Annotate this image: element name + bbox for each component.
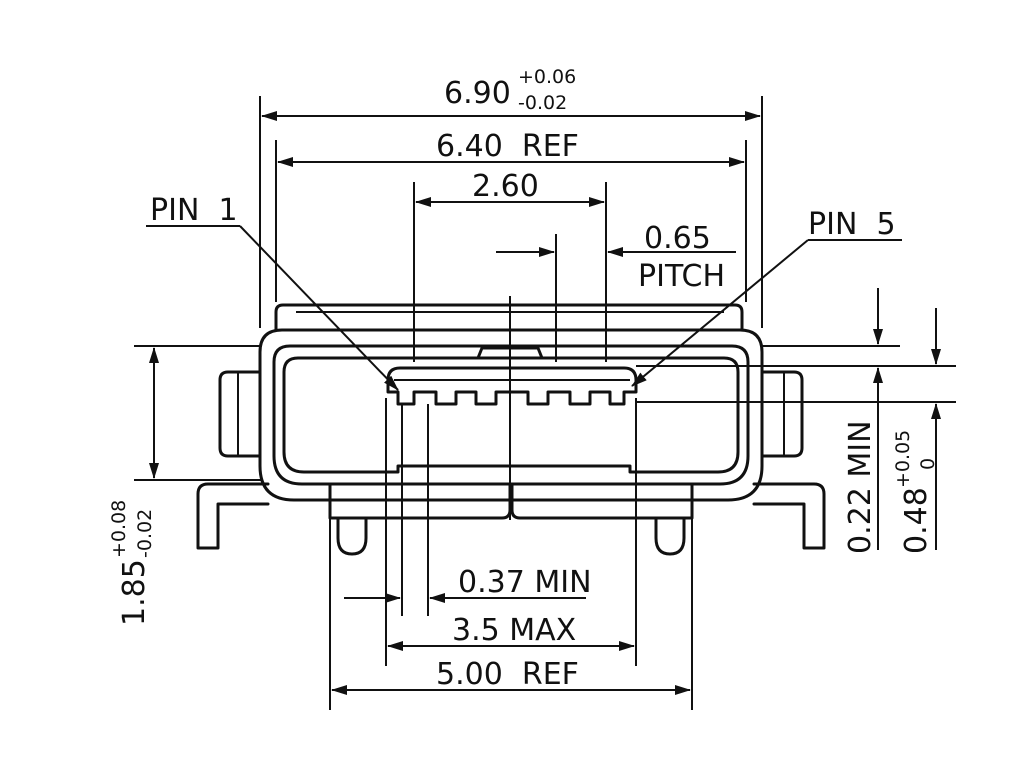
ref-width-label: 6.40 REF [436, 129, 579, 164]
depth-label: 0.48 [899, 487, 934, 554]
overall-width-tol-minus: -0.02 [518, 92, 567, 114]
height-tol-plus: +0.08 [108, 500, 130, 558]
base-ref-label: 5.00 REF [436, 657, 579, 692]
overall-width-label: 6.90 [444, 76, 511, 111]
pitch-text-label: PITCH [638, 259, 725, 294]
pin1-label: PIN 1 [150, 193, 238, 228]
overall-width-tol-plus: +0.06 [518, 66, 576, 88]
dimension-lines [134, 96, 956, 710]
contact-min-label: 0.37 MIN [458, 565, 592, 600]
opening-max-label: 3.5 MAX [452, 613, 576, 648]
height-tol-minus: -0.02 [134, 509, 156, 558]
contact-span-label: 2.60 [472, 169, 539, 204]
pin5-label: PIN 5 [808, 207, 896, 242]
contact-tongue [386, 366, 638, 406]
height-label: 1.85 [117, 559, 152, 626]
depth-tol-plus: +0.05 [892, 430, 914, 488]
gap-min-label: 0.22 MIN [843, 420, 878, 554]
depth-tol-zero: 0 [917, 458, 939, 470]
pitch-value-label: 0.65 [644, 221, 711, 256]
